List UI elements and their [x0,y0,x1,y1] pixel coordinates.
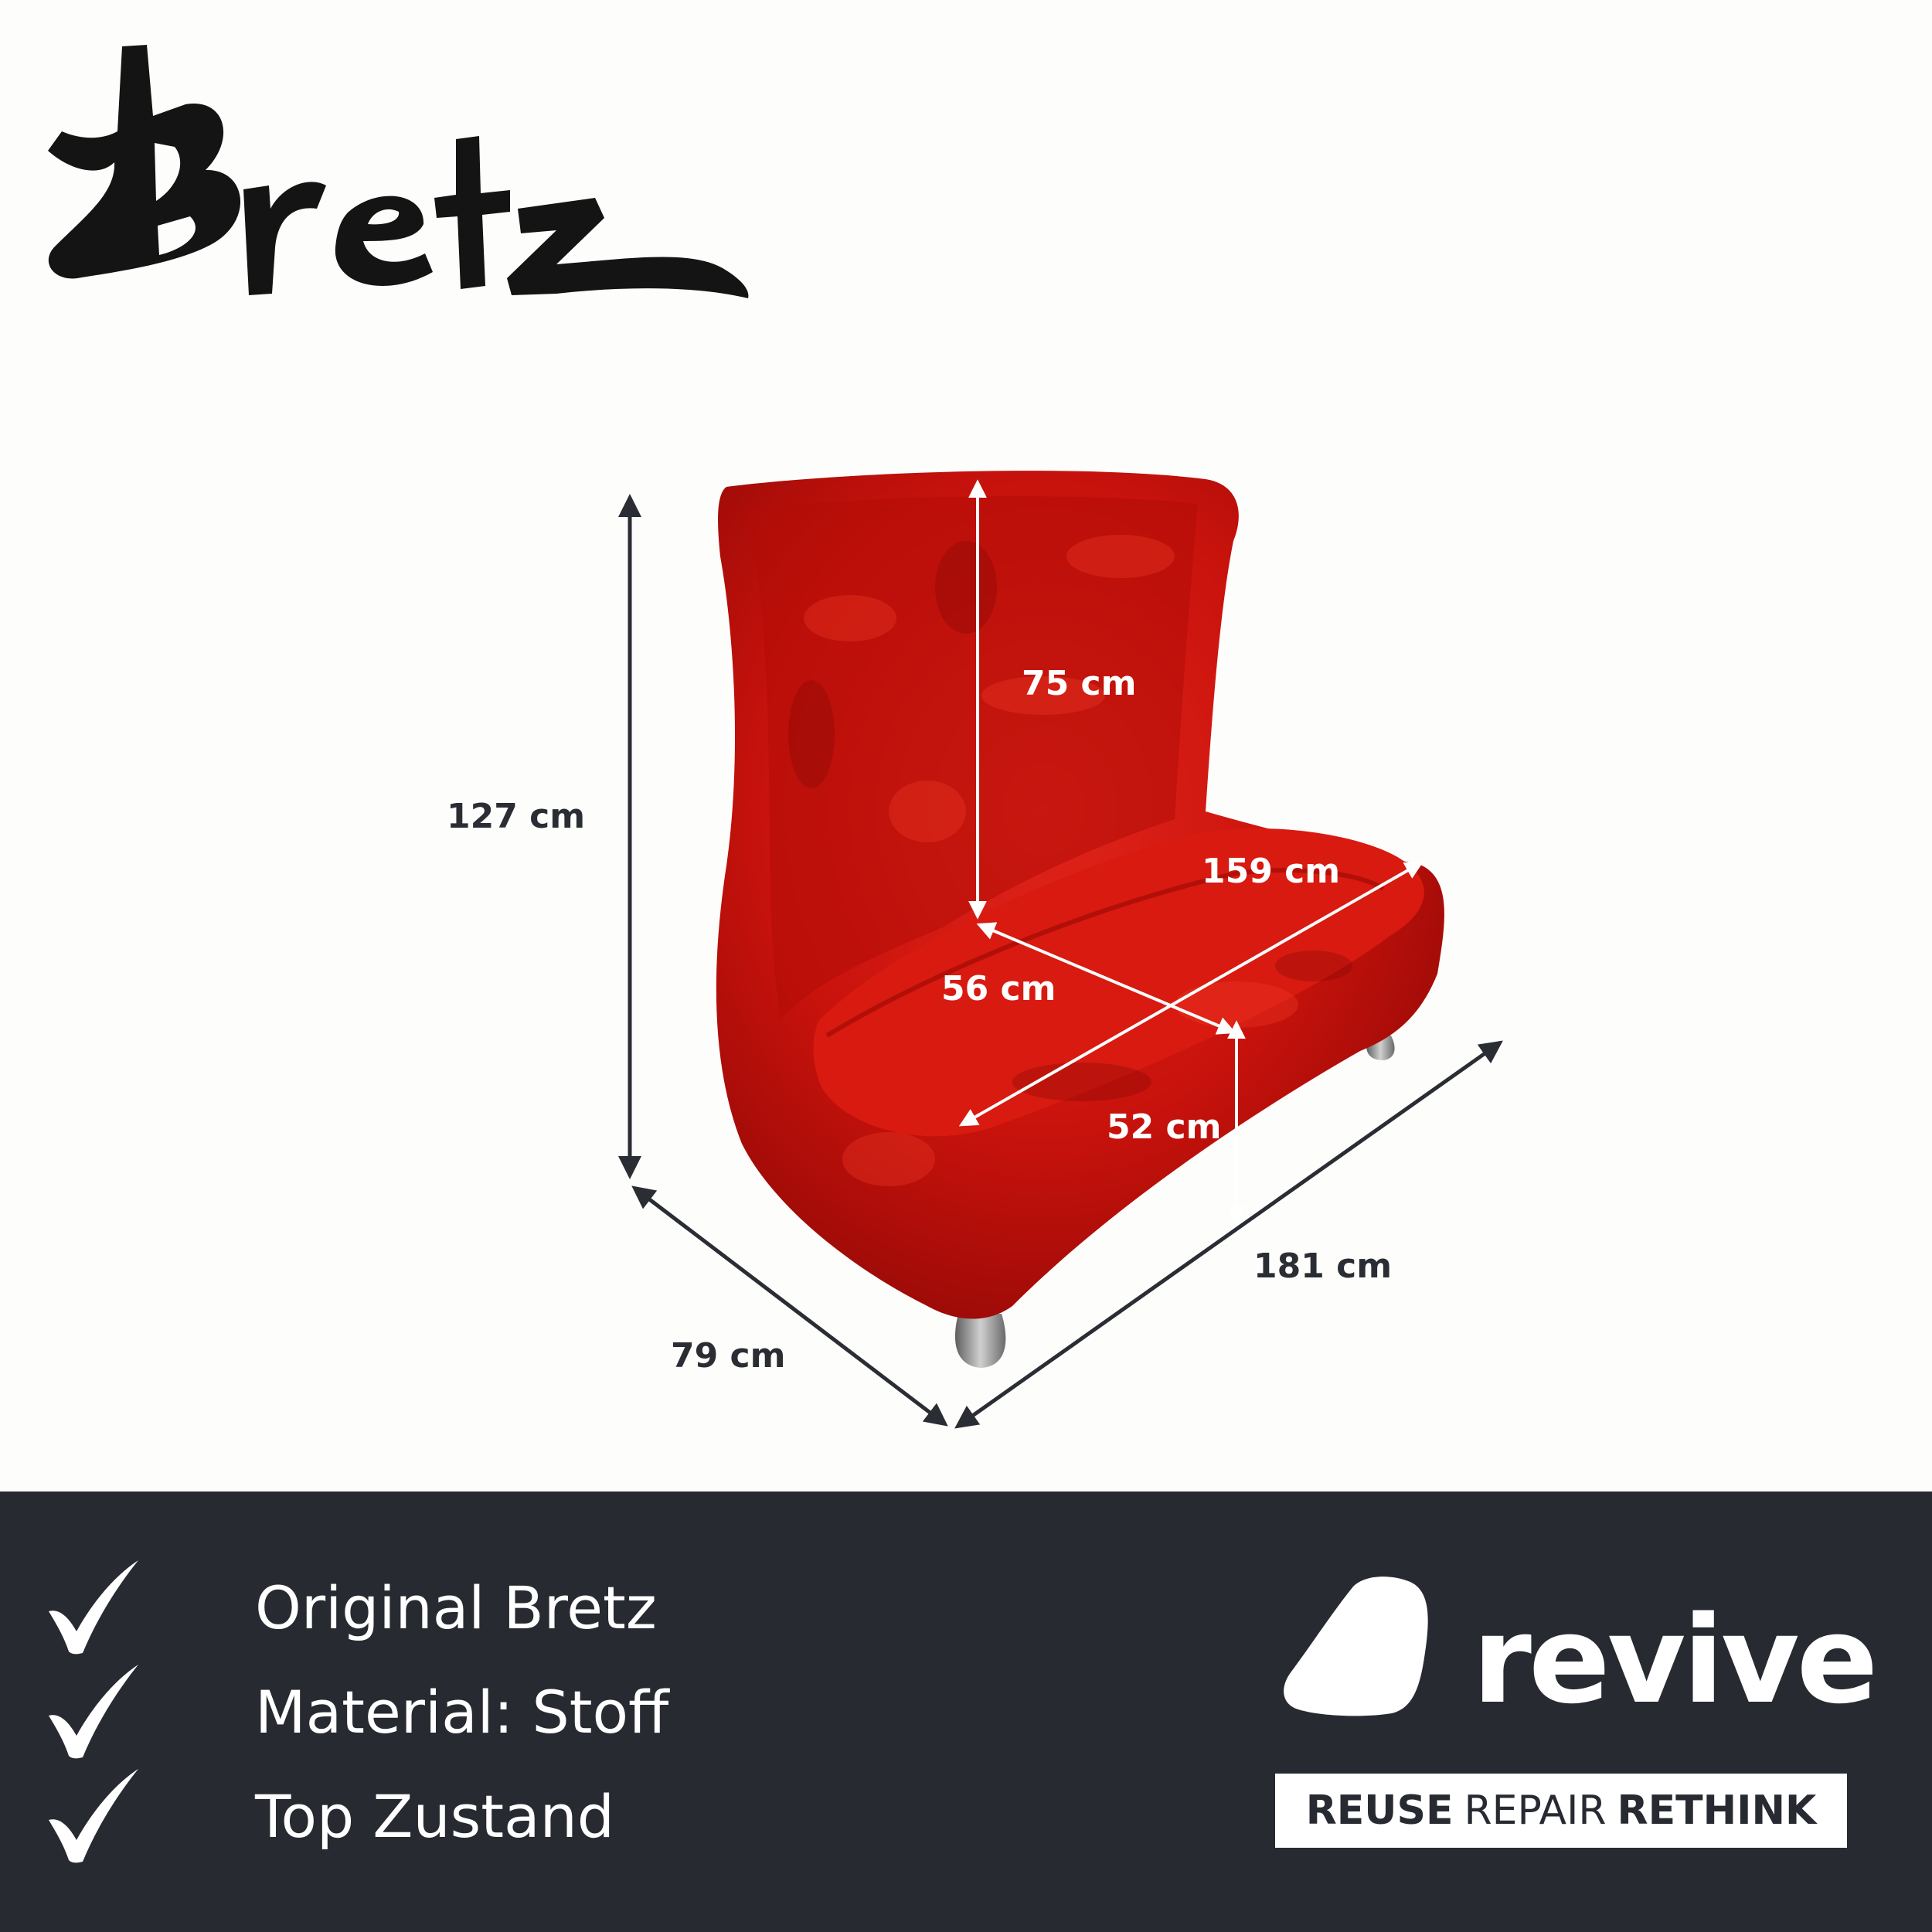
footer-bar [0,1492,1932,1932]
total-depth-arrow [631,1185,948,1427]
seat-height-label: 52 cm [1107,1107,1222,1147]
seat-depth-label: 56 cm [941,969,1056,1009]
back-height-label: 75 cm [1022,664,1137,703]
sofa-photo [618,471,1503,1429]
revive-logo-mark [1279,1573,1434,1719]
feature-label: Top Zustand [255,1781,615,1851]
bretz-logo-graphic [48,45,749,298]
revive-tagline: REUSE REPAIR RETHINK [1275,1774,1847,1848]
feature-item: Material: Stoff [43,1662,668,1762]
total-depth-label: 79 cm [671,1336,786,1376]
revive-wordmark: revive [1472,1590,1878,1730]
seat-width-label: 159 cm [1202,852,1341,891]
feature-item: Top Zustand [43,1766,614,1866]
tagline-reuse: REUSE [1305,1787,1454,1834]
tagline-rethink: RETHINK [1617,1787,1817,1834]
bretz-logo [23,23,765,332]
tagline-repair: REPAIR [1464,1787,1607,1834]
check-icon [43,1557,143,1658]
total-height-label: 127 cm [447,797,586,836]
sofa-dimension-diagram [618,471,1503,1429]
sofa-leg-front [954,1314,1006,1368]
seat-depth-arrow [976,922,1236,1035]
feature-item: Original Bretz [43,1557,657,1658]
total-width-label: 181 cm [1253,1247,1393,1286]
check-icon [43,1766,143,1866]
feature-label: Original Bretz [255,1573,657,1642]
check-icon [43,1662,143,1762]
feature-label: Material: Stoff [255,1677,669,1747]
